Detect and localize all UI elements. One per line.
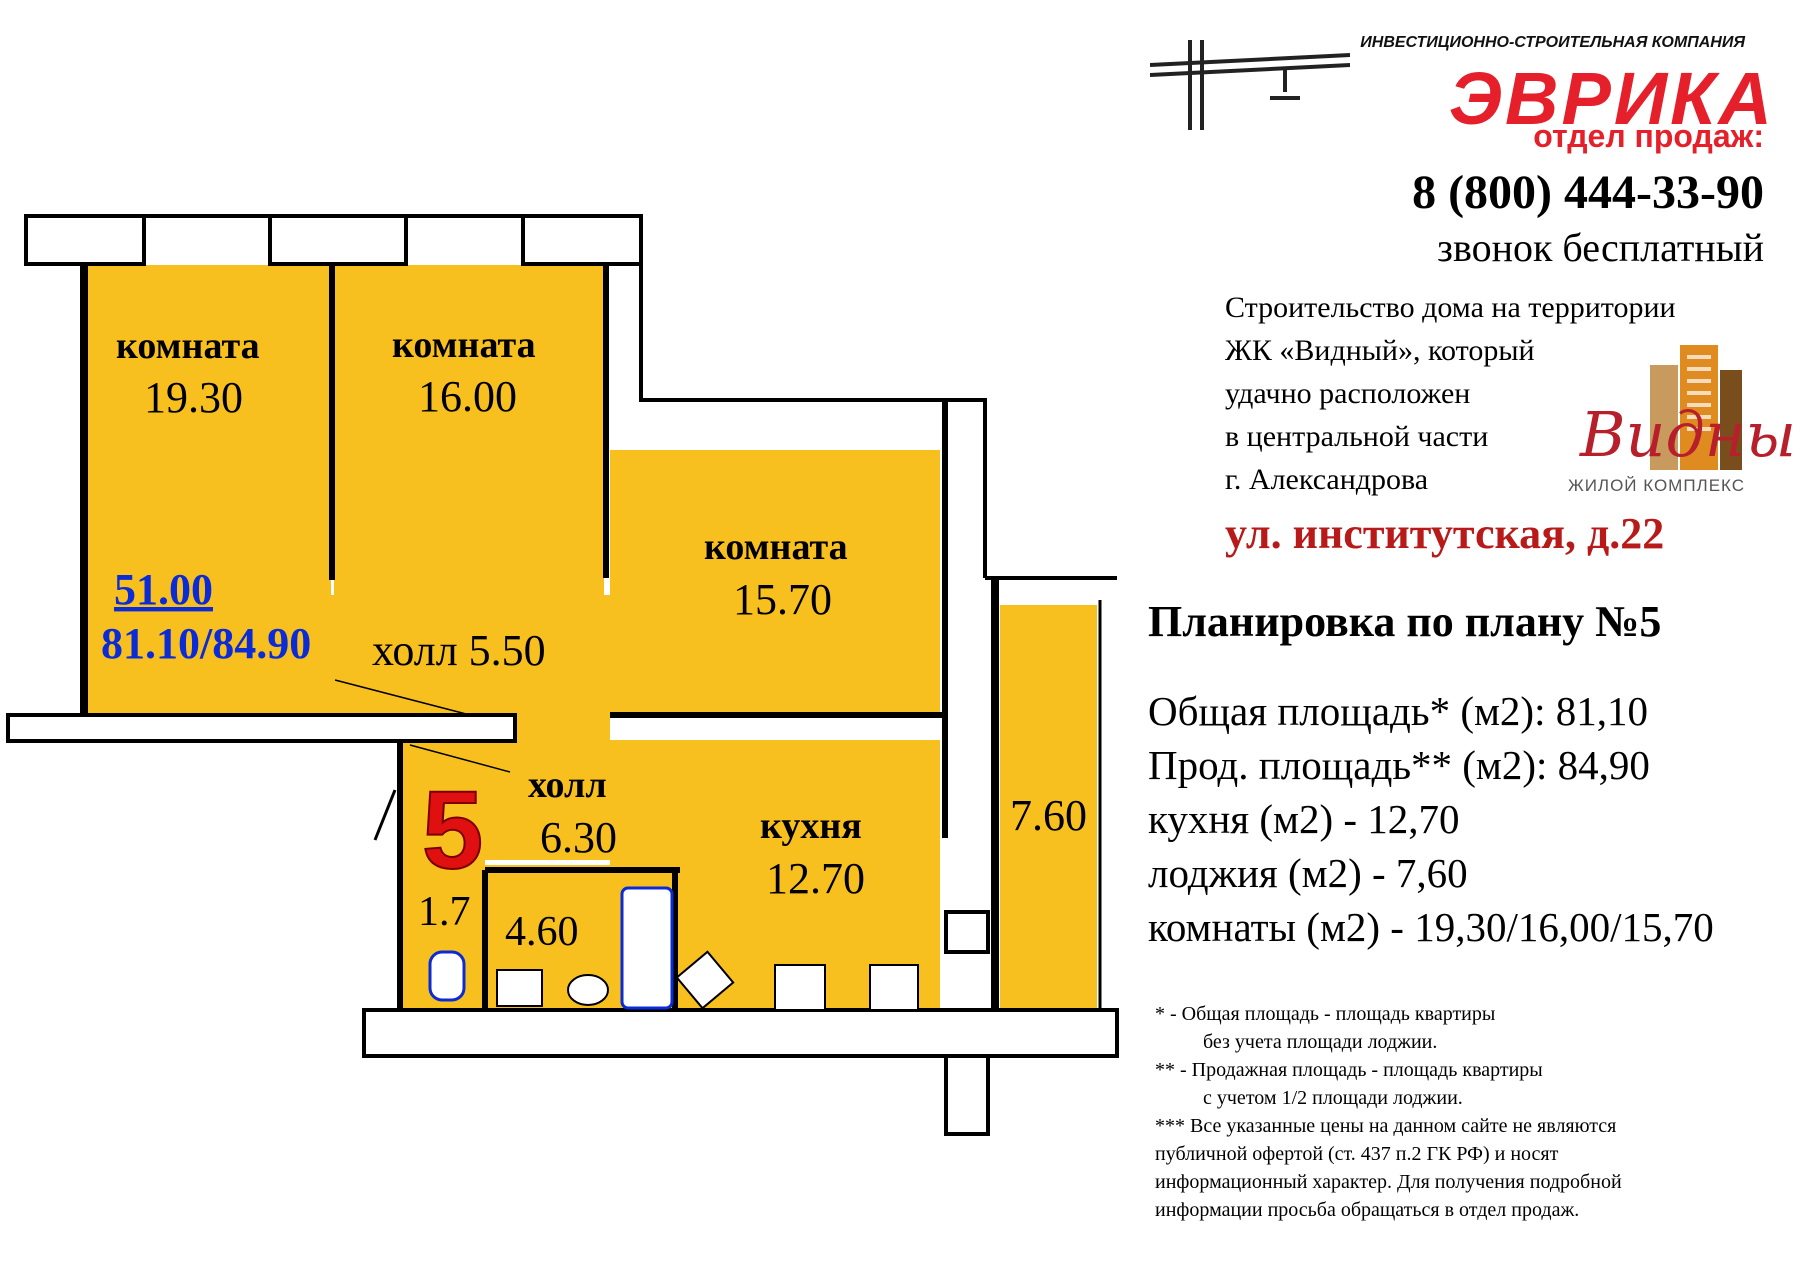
kitchen-area: 12.70 <box>766 854 865 903</box>
window-top-3 <box>521 214 643 266</box>
plan-title: Планировка по плану №5 <box>1148 597 1662 646</box>
loggia-area: 7.60 <box>1010 791 1087 840</box>
room3-fill <box>610 450 940 715</box>
wc-area: 1.7 <box>418 889 471 935</box>
wash-machine <box>496 969 543 1007</box>
room3-area: 15.70 <box>733 575 832 624</box>
description-line: ЖК «Видный», который <box>1225 334 1535 367</box>
specs-list: Общая площадь* (м2): 81,10 Прод. площадь… <box>1148 684 1714 954</box>
description-line: удачно расположен <box>1225 377 1471 410</box>
description-line: Строительство дома на территории <box>1225 291 1676 324</box>
shaft <box>944 910 990 954</box>
building-icon <box>1650 345 1742 470</box>
total-areas: 81.10/84.90 <box>101 619 311 668</box>
window-top-1 <box>24 214 146 266</box>
kitchen-sink <box>675 950 735 1010</box>
complex-logo-sub: ЖИЛОЙ КОМПЛЕКС <box>1568 476 1746 495</box>
room3-label: комната <box>704 526 848 568</box>
spec-total-area: Общая площадь* (м2): 81,10 <box>1148 688 1648 734</box>
complex-logo-word: Видный <box>1580 398 1800 471</box>
window-top-2 <box>268 214 408 266</box>
footnote-line: с учетом 1/2 площади лоджии. <box>1203 1087 1463 1109</box>
footnote-line: публичной офертой (ст. 437 п.2 ГК РФ) и … <box>1155 1143 1559 1165</box>
hall2-label: холл <box>528 764 607 806</box>
call-free-note: звонок бесплатный <box>1437 225 1764 270</box>
company-logo: ЭВРИКА <box>1448 57 1775 140</box>
phone-number[interactable]: 8 (800) 444-33-90 <box>1412 166 1764 219</box>
loggia-fill <box>1000 605 1097 1008</box>
room2-area: 16.00 <box>418 372 517 421</box>
address: ул. институтская, д.22 <box>1225 509 1665 558</box>
crane-icon <box>1150 40 1350 130</box>
footnote-line: информации просьба обращаться в отдел пр… <box>1155 1199 1580 1221</box>
left-balcony-slab <box>6 713 517 743</box>
counter <box>774 964 826 1011</box>
upper-wall-path <box>639 216 987 578</box>
door-swing-2 <box>409 744 511 773</box>
walls <box>6 214 1119 1136</box>
company-tagline: ИНВЕСТИЦИОННО-СТРОИТЕЛЬНАЯ КОМПАНИЯ <box>1360 34 1745 51</box>
hall1-label: холл 5.50 <box>372 626 546 675</box>
description-line: в центральной части <box>1225 420 1489 453</box>
description: Строительство дома на территории ЖК «Вид… <box>1225 286 1785 501</box>
hall2-area: 6.30 <box>540 813 617 862</box>
kitchen-label: кухня <box>760 805 862 847</box>
footnote-line: ** - Продажная площадь - площадь квартир… <box>1155 1059 1543 1081</box>
spec-loggia: лоджия (м2) - 7,60 <box>1148 850 1468 896</box>
spec-sale-area: Прод. площадь** (м2): 84,90 <box>1148 742 1650 788</box>
room2-fill <box>334 265 604 595</box>
footnote-line: без учета площади лоджии. <box>1203 1031 1438 1053</box>
sink <box>567 974 609 1006</box>
hall1-fill <box>331 595 610 715</box>
apartment-number: 5 <box>422 769 483 892</box>
room1-fill <box>86 265 331 717</box>
living-area: 51.00 <box>114 565 213 614</box>
footnote-line: информационный характер. Для получения п… <box>1155 1171 1622 1193</box>
spec-kitchen: кухня (м2) - 12,70 <box>1148 796 1460 842</box>
spec-rooms: комнаты (м2) - 19,30/16,00/15,70 <box>1148 904 1714 950</box>
bottom-slab <box>362 1008 1119 1058</box>
door-swing-1 <box>334 679 471 716</box>
bath-area: 4.60 <box>505 909 579 955</box>
description-line: г. Александрова <box>1225 463 1429 496</box>
footnote-line: * - Общая площадь - площадь квартиры <box>1155 1003 1496 1025</box>
footnote-line: *** Все указанные цены на данном сайте н… <box>1155 1115 1617 1137</box>
room1-area: 19.30 <box>144 373 243 422</box>
room1-label: комната <box>116 325 260 367</box>
fixtures <box>428 886 919 1011</box>
toilet <box>428 950 466 1002</box>
floor-plan: комната 19.30 комната 16.00 комната 15.7… <box>6 214 1119 1136</box>
stove <box>869 964 919 1011</box>
footnotes: * - Общая площадь - площадь квартиры без… <box>1155 1000 1755 1224</box>
room2-label: комната <box>392 324 536 366</box>
sales-dept-label: отдел продаж: <box>1533 118 1764 154</box>
bottom-stub <box>944 1054 990 1136</box>
bathtub <box>620 886 674 1010</box>
entrance-door <box>373 789 397 841</box>
